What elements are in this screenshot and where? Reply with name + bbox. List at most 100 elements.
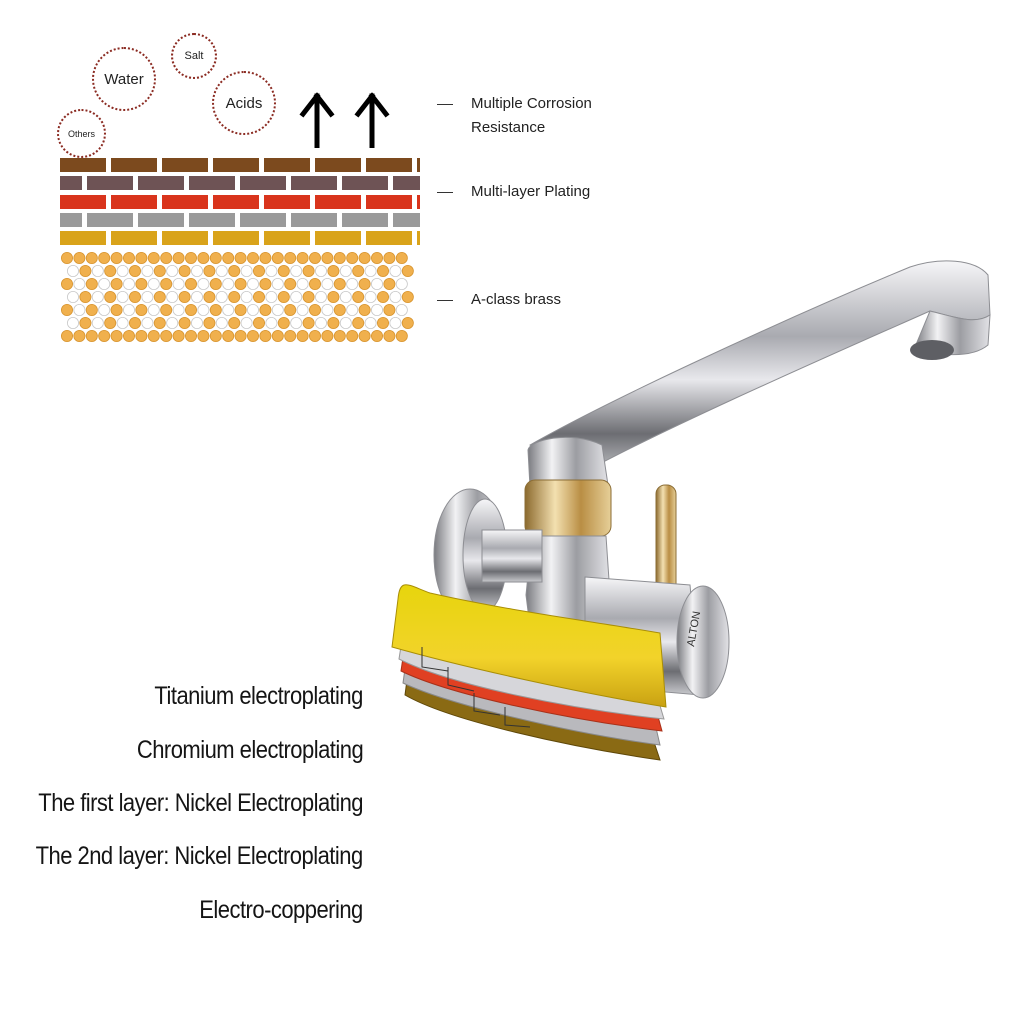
brass-bead xyxy=(153,264,166,277)
corrosion-line2: Resistance xyxy=(471,119,546,136)
brass-bead xyxy=(284,252,297,264)
second-nickel-layer-label: The 2nd layer: Nickel Electroplating xyxy=(35,842,364,870)
brass-bead xyxy=(147,277,160,290)
plating-brick xyxy=(162,195,208,209)
brass-bead xyxy=(79,291,92,304)
plating-brick xyxy=(87,213,133,227)
acids-agent-circle: Acids xyxy=(212,71,276,135)
plating-brick xyxy=(213,231,259,245)
brass-bead xyxy=(228,291,241,304)
brass-bead xyxy=(401,291,414,304)
brass-bead xyxy=(123,277,136,290)
plating-brick xyxy=(60,176,82,190)
brass-bead xyxy=(178,317,191,330)
others-label: Others xyxy=(67,128,95,139)
plating-brick xyxy=(111,231,157,245)
brass-bead xyxy=(61,252,73,264)
brass-bead xyxy=(203,291,216,304)
brass-bead xyxy=(178,291,191,304)
brass-bead xyxy=(110,252,123,264)
multi-layer-plating-callout: Multi-layer Plating xyxy=(437,180,590,204)
brass-bead xyxy=(141,264,154,277)
corrosion-line1: Multiple Corrosion xyxy=(471,95,592,112)
plating-brick xyxy=(213,195,259,209)
brass-bead xyxy=(73,304,86,317)
brass-bead xyxy=(401,317,414,330)
brass-bead xyxy=(190,317,203,330)
brass-bead xyxy=(190,291,203,304)
brass-bead xyxy=(209,330,222,343)
brass-bead xyxy=(352,264,365,277)
brass-bead xyxy=(197,330,210,343)
others-agent-circle: Others xyxy=(57,109,106,158)
plating-brick xyxy=(264,231,310,245)
plating-brick xyxy=(111,195,157,209)
brass-bead xyxy=(172,252,185,264)
brass-bead xyxy=(123,304,136,317)
brass-bead xyxy=(333,277,346,290)
brass-bead xyxy=(271,277,284,290)
brass-bead xyxy=(73,330,86,343)
brass-bead xyxy=(222,330,235,343)
brass-bead xyxy=(116,291,129,304)
brass-bead xyxy=(376,317,389,330)
brass-bead xyxy=(327,264,340,277)
brass-bead xyxy=(67,317,79,330)
plating-brick xyxy=(342,176,388,190)
brass-bead xyxy=(277,264,290,277)
brass-bead xyxy=(296,277,309,290)
brass-bead xyxy=(296,330,309,343)
brass-bead xyxy=(358,304,371,317)
brass-bead xyxy=(339,317,352,330)
brass-bead xyxy=(166,317,179,330)
brass-bead xyxy=(203,264,216,277)
plating-brick xyxy=(366,231,412,245)
brass-bead xyxy=(271,304,284,317)
water-label: Water xyxy=(104,70,144,88)
salt-label: Salt xyxy=(184,50,204,62)
brass-bead xyxy=(98,252,111,264)
brass-bead xyxy=(265,291,278,304)
plating-brick xyxy=(315,158,361,172)
brass-bead xyxy=(172,304,185,317)
brass-bead xyxy=(129,264,142,277)
brass-bead xyxy=(333,304,346,317)
brass-bead xyxy=(246,304,259,317)
plating-brick xyxy=(417,195,420,209)
brass-bead xyxy=(98,330,111,343)
brass-bead xyxy=(185,304,198,317)
brass-bead xyxy=(79,317,92,330)
brass-bead xyxy=(67,291,79,304)
chromium-layer-label: Chromium electroplating xyxy=(136,736,364,764)
brass-bead xyxy=(141,317,154,330)
brass-bead xyxy=(234,304,247,317)
brass-bead xyxy=(215,317,228,330)
brass-bead xyxy=(277,291,290,304)
brass-bead xyxy=(104,264,117,277)
brass-bead xyxy=(308,252,321,264)
brass-bead xyxy=(215,264,228,277)
brass-bead xyxy=(265,264,278,277)
brass-bead xyxy=(352,291,365,304)
brass-bead xyxy=(290,291,303,304)
brass-bead xyxy=(290,317,303,330)
brass-bead xyxy=(302,291,315,304)
brass-bead xyxy=(364,291,377,304)
brass-bead xyxy=(277,317,290,330)
brass-bead xyxy=(234,330,247,343)
brass-bead xyxy=(259,277,272,290)
plating-brick xyxy=(162,231,208,245)
brass-bead xyxy=(401,264,414,277)
brass-bead xyxy=(376,264,389,277)
brass-bead xyxy=(358,252,371,264)
brass-bead xyxy=(141,291,154,304)
brass-bead xyxy=(333,330,346,343)
brass-bead xyxy=(370,277,383,290)
brass-bead xyxy=(271,252,284,264)
brass-callout: A-class brass xyxy=(437,288,561,312)
brass-bead xyxy=(209,252,222,264)
up-arrow-icon xyxy=(354,92,390,148)
brass-bead xyxy=(98,277,111,290)
brass-bead xyxy=(153,291,166,304)
brass-bead xyxy=(166,291,179,304)
